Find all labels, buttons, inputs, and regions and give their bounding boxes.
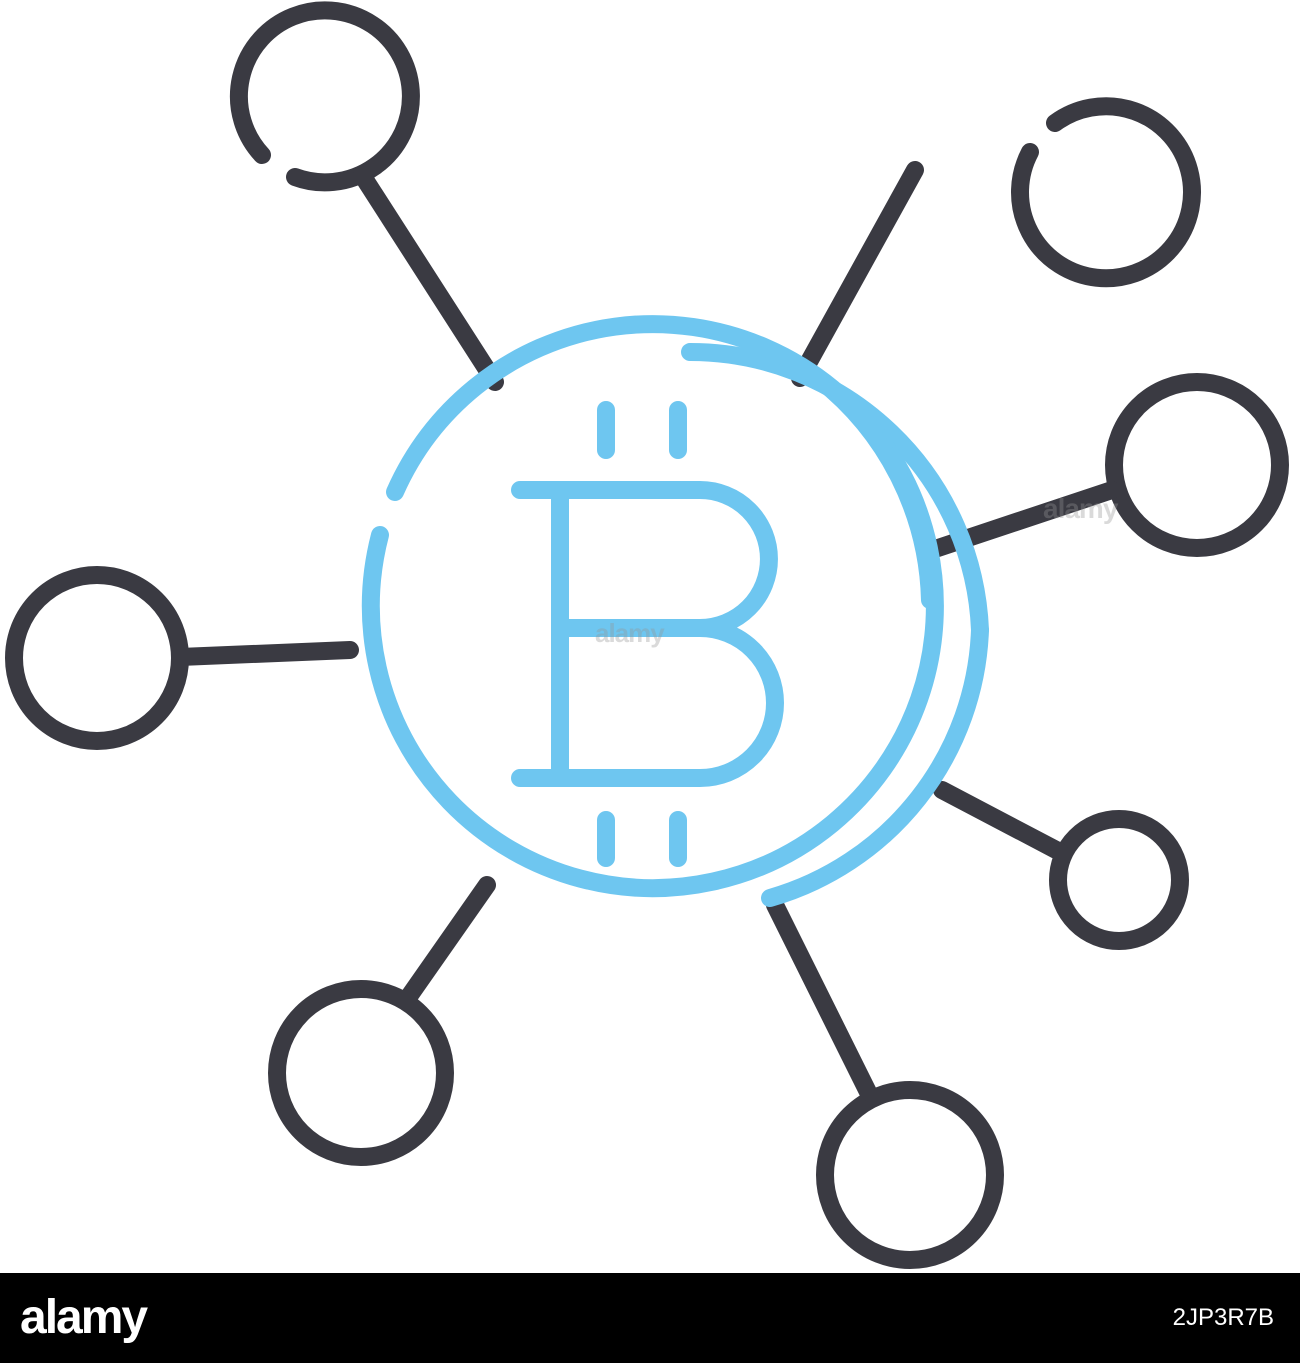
coin-back-edge xyxy=(681,342,989,639)
bitcoin-network-icon xyxy=(5,1,1289,1269)
footer-bar: alamy 2JP3R7B xyxy=(0,1273,1300,1363)
coin-inner-arc xyxy=(811,371,939,609)
connector-lower-right xyxy=(933,781,1069,861)
node-bottom-left xyxy=(268,980,454,1166)
node-lower-right xyxy=(1049,810,1189,950)
node-bottom-right xyxy=(816,1081,1004,1269)
node-left xyxy=(5,566,189,750)
connector-top-left xyxy=(353,166,504,391)
image-id: 2JP3R7B xyxy=(1172,1304,1274,1331)
bitcoin-network-illustration: alamy alamy xyxy=(5,1,1289,1269)
bitcoin-b-shape xyxy=(511,481,784,787)
brand-logo: alamy xyxy=(20,1291,148,1344)
node-top-right xyxy=(1011,97,1201,288)
coin-front-circle xyxy=(361,315,944,898)
network-nodes xyxy=(5,1,1289,1269)
node-top-left xyxy=(229,1,420,192)
bitcoin-coin xyxy=(361,315,989,907)
node-right xyxy=(1105,373,1289,557)
connector-bottom-left xyxy=(401,876,496,1004)
connector-left xyxy=(171,641,359,666)
connector-top-right xyxy=(791,161,924,387)
coin-side-edge xyxy=(761,621,989,907)
connector-bottom-right xyxy=(766,896,877,1101)
